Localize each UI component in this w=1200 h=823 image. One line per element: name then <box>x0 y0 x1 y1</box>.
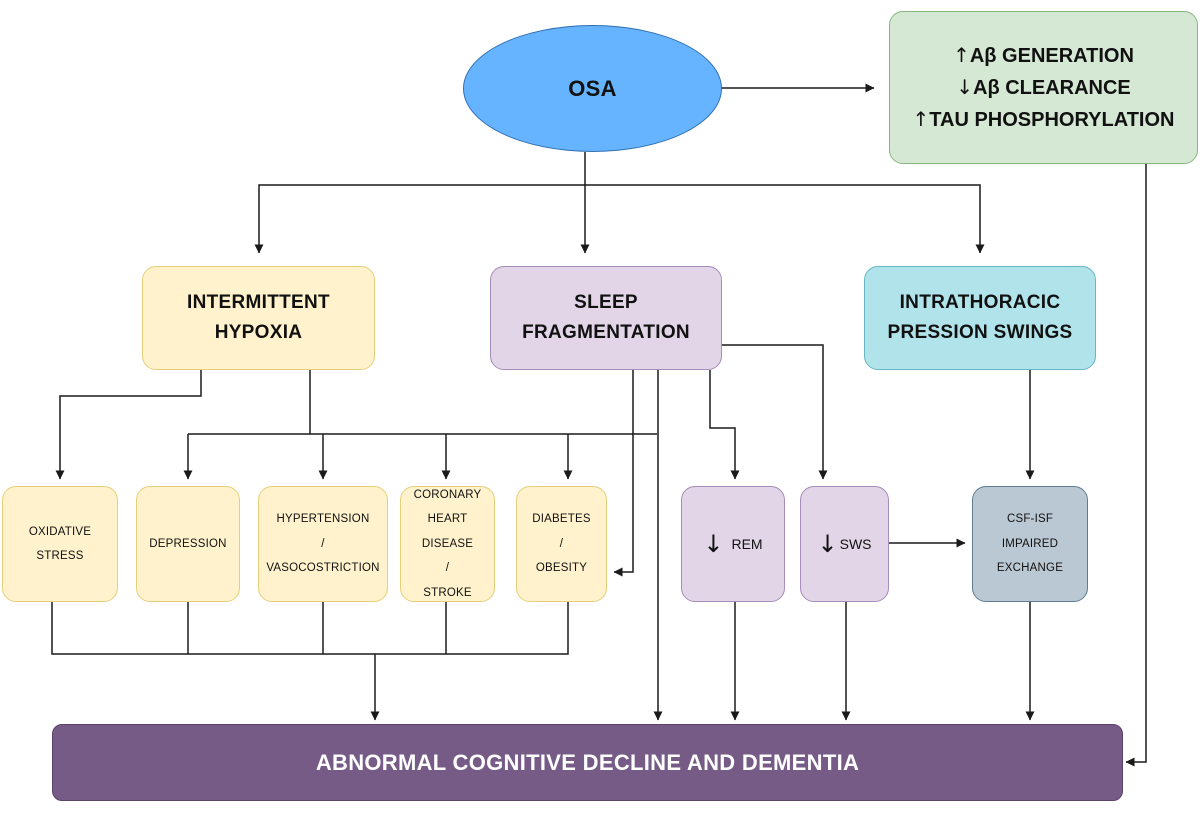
edge-collector <box>51 602 569 655</box>
edge-sleep-sws <box>722 344 828 480</box>
coronary-stroke-node: CORONARY HEART DISEASE / STROKE <box>400 486 495 602</box>
tau-phosphorylation-line: ↑TAU PHOSPHORYLATION <box>913 104 1175 136</box>
arrow-down-icon: ↓ <box>817 530 838 558</box>
rem-node: ↓ REM <box>681 486 785 602</box>
intermittent-hypoxia-node: INTERMITTENT HYPOXIA <box>142 266 375 370</box>
sleep-fragmentation-node: SLEEP FRAGMENTATION <box>490 266 722 370</box>
osa-label: OSA <box>568 75 617 101</box>
edge-sleep-rem <box>709 370 740 480</box>
depression-node: DEPRESSION <box>136 486 240 602</box>
edge-sleep-diabetes <box>613 370 634 577</box>
diabetes-obesity-node: DIABETES / OBESITY <box>516 486 607 602</box>
amyloid-tau-node: ↑Aβ GENERATION ↓Aβ CLEARANCE ↑TAU PHOSPH… <box>889 11 1198 164</box>
rem-label: REM <box>731 536 763 552</box>
intrathoracic-pression-node: INTRATHORACIC PRESSION SWINGS <box>864 266 1096 370</box>
arrow-up-icon: ↑ <box>912 106 930 131</box>
arrow-up-icon: ↑ <box>953 42 970 67</box>
osa-node: OSA <box>463 25 722 152</box>
edge-hypoxia-oxidative <box>55 370 202 480</box>
abeta-generation-line: ↑Aβ GENERATION <box>953 40 1134 72</box>
sws-node: ↓ SWS <box>800 486 889 602</box>
cognitive-decline-dementia-node: ABNORMAL COGNITIVE DECLINE AND DEMENTIA <box>52 724 1123 801</box>
edge-amyloid-dementia <box>1125 164 1147 767</box>
csf-isf-exchange-node: CSF-ISF IMPAIRED EXCHANGE <box>972 486 1088 602</box>
edge-osa-intrathoracic <box>585 184 985 254</box>
sws-label: SWS <box>839 536 872 552</box>
dementia-label: ABNORMAL COGNITIVE DECLINE AND DEMENTIA <box>315 749 860 775</box>
arrow-down-icon: ↓ <box>956 74 973 99</box>
oxidative-stress-node: OXIDATIVE STRESS <box>2 486 118 602</box>
edge-osa-hypoxia <box>254 184 585 254</box>
abeta-clearance-line: ↓Aβ CLEARANCE <box>956 72 1131 104</box>
hypertension-node: HYPERTENSION / VASOCOSTRICTION <box>258 486 388 602</box>
arrow-down-icon: ↓ <box>703 530 724 558</box>
